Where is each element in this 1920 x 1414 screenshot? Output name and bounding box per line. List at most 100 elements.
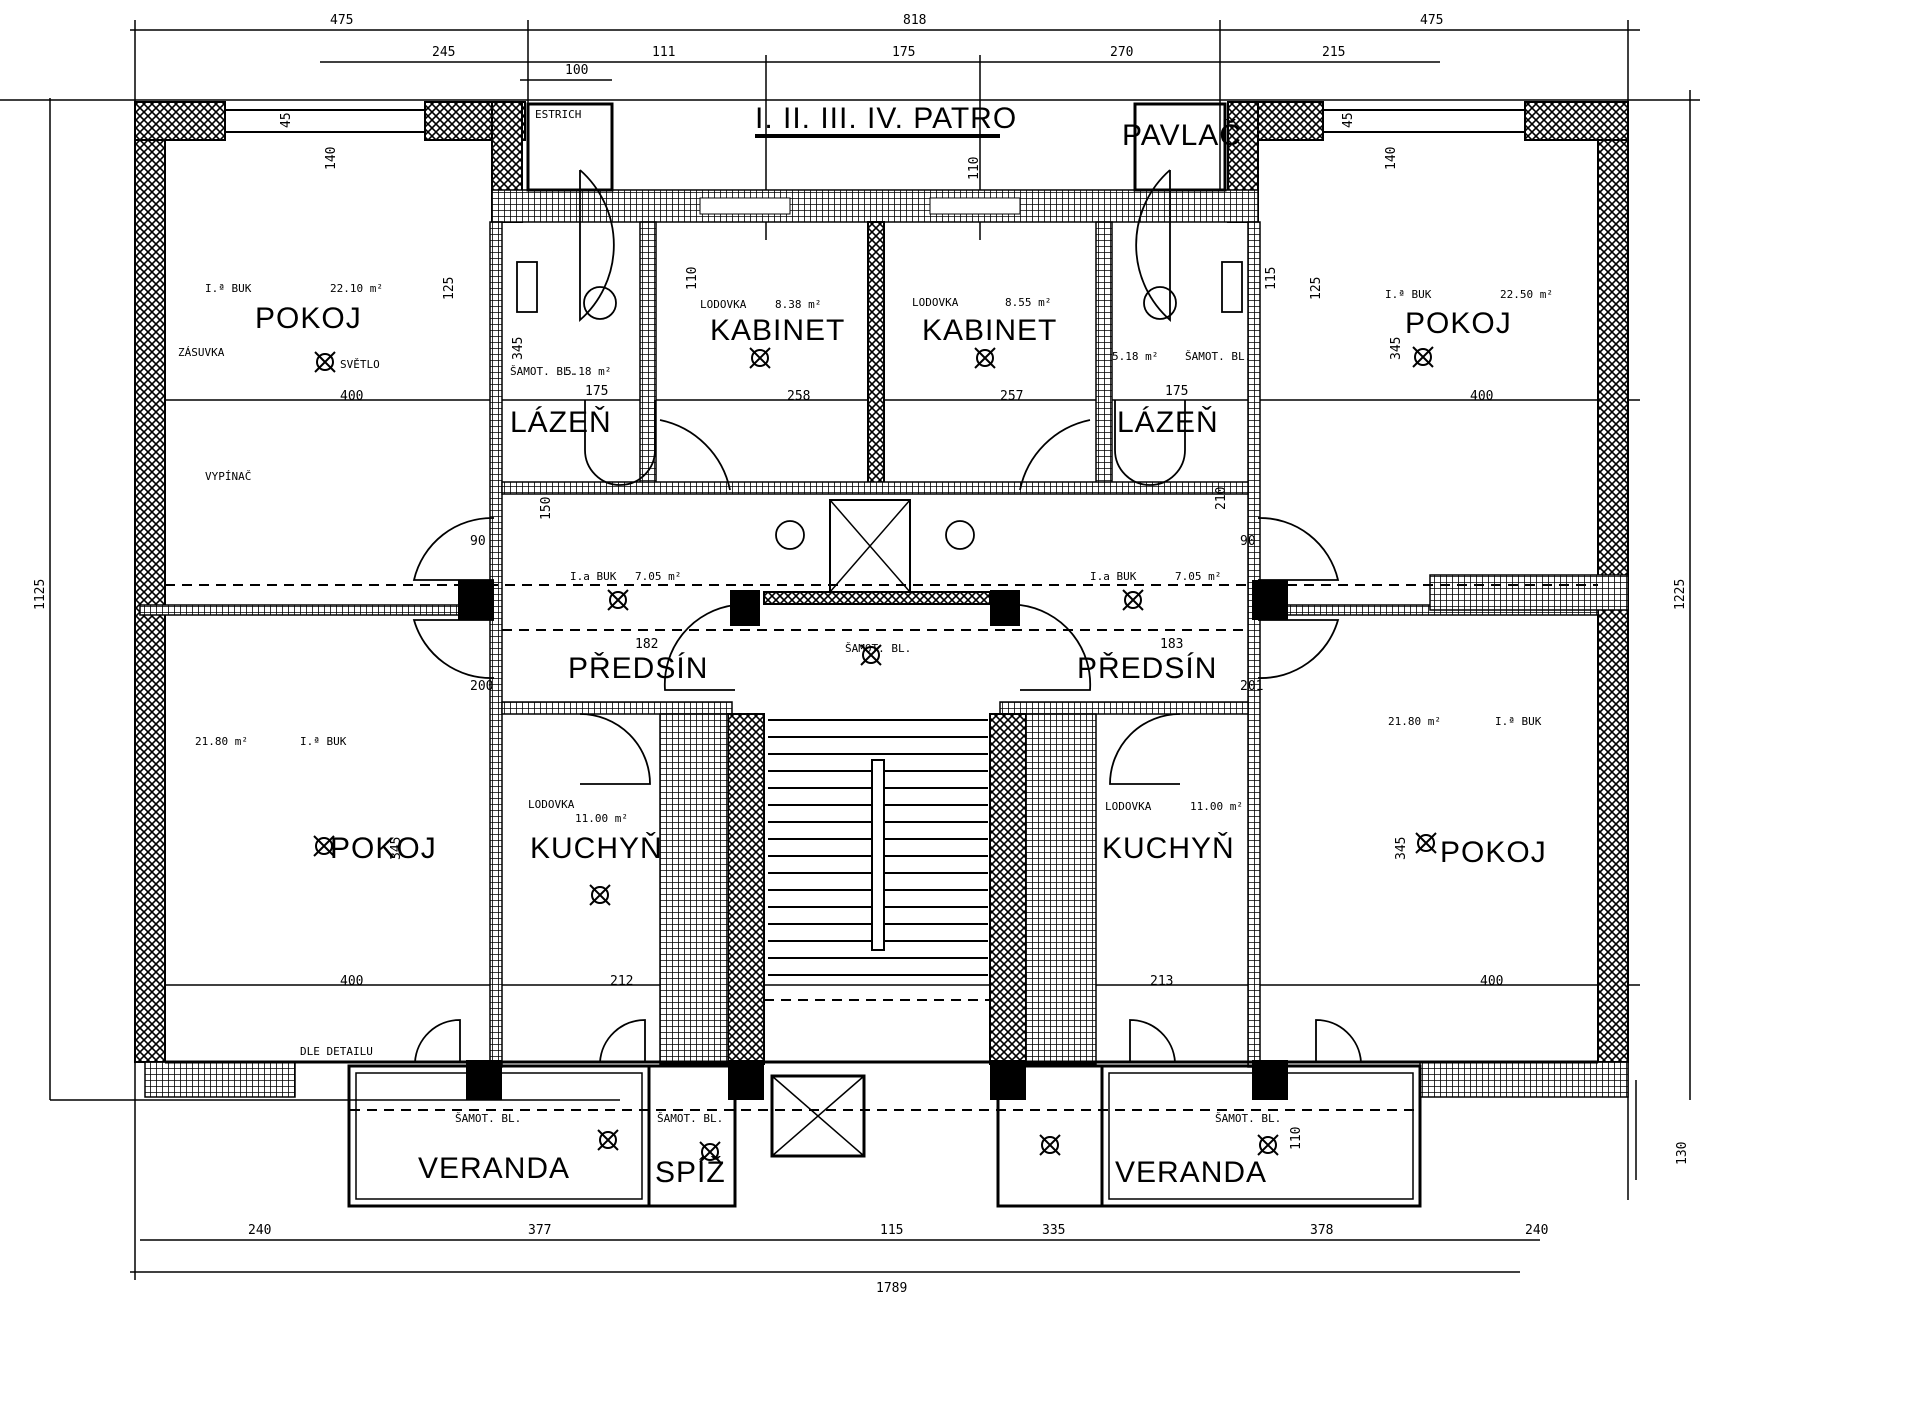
dim-inner: 257: [1000, 389, 1023, 404]
room-area: 7.05 m²: [635, 570, 681, 583]
dim-bottom: 378: [1310, 1223, 1333, 1238]
dim-inner: 175: [1165, 384, 1188, 399]
dim-inner: 201: [1240, 679, 1263, 694]
dim-top2: 111: [652, 45, 675, 60]
dim-total: 1789: [876, 1281, 907, 1296]
room-area: 11.00 m²: [1190, 800, 1243, 813]
dim-right: 1225: [1673, 579, 1688, 610]
samot-note: ŠAMOT. BL.: [845, 642, 911, 655]
room-floor: LODOVKA: [912, 296, 959, 309]
room-floor: ŠAMOT. BL.: [657, 1112, 723, 1125]
light-fixture-icon: [589, 884, 611, 906]
dim-inner: 200: [470, 679, 493, 694]
dim-inner: 110: [967, 157, 982, 180]
zasuvka-note: ZÁSUVKA: [178, 346, 225, 359]
light-fixture-icon: [1122, 589, 1144, 611]
light-fixture-icon: [314, 351, 336, 373]
room-area: 5.18 m²: [565, 365, 611, 378]
plan-title: I. II. III. IV. PATRO: [755, 102, 1017, 135]
light-fixture-icon: [1039, 1134, 1061, 1156]
dim-inner: 110: [685, 267, 700, 290]
dim-top: 475: [1420, 13, 1443, 28]
light-fixture-icon: [1257, 1134, 1279, 1156]
dim-inner: 45: [1341, 112, 1356, 128]
room-kabinet-left: KABINET: [710, 314, 845, 347]
light-fixture-icon: [860, 644, 882, 666]
pavlac-label: PAVLAČ: [1122, 118, 1242, 152]
dim-inner: 140: [324, 147, 339, 170]
dim-inner: 345: [389, 837, 404, 860]
vypinac-note: VYPÍNAČ: [205, 470, 251, 483]
dim-inner: 400: [1470, 389, 1493, 404]
light-fixture-icon: [313, 835, 335, 857]
room-floor: I.ª BUK: [300, 735, 347, 748]
room-floor: I.ª BUK: [1385, 288, 1432, 301]
dim-inner: 150: [539, 497, 554, 520]
dim-inner: 45: [279, 112, 294, 128]
dim-top: 818: [903, 13, 926, 28]
walls: [134, 101, 1629, 1208]
room-floor: ŠAMOT. BL.: [455, 1112, 521, 1125]
room-floor: LODOVKA: [700, 298, 747, 311]
dim-inner: 90: [1240, 534, 1256, 549]
dim-inner: 125: [442, 277, 457, 300]
dim-top2: 215: [1322, 45, 1345, 60]
dim-inner: 115: [1264, 267, 1279, 290]
dim-inner: 175: [585, 384, 608, 399]
light-fixture-icon: [1415, 832, 1437, 854]
room-kuchyn-left: KUCHYŇ: [530, 832, 663, 865]
light-fixture-icon: [1412, 346, 1434, 368]
room-area: 22.10 m²: [330, 282, 383, 295]
room-area: 8.55 m²: [1005, 296, 1051, 309]
dim-left: 1125: [33, 579, 48, 610]
dim-right2: 130: [1675, 1142, 1690, 1165]
dim-inner: 345: [1394, 837, 1409, 860]
dim-inner: 400: [340, 389, 363, 404]
room-area: 5.18 m²: [1112, 350, 1158, 363]
light-fixture-icon: [699, 1141, 721, 1163]
room-predsin-right: PŘEDSÍN: [1077, 652, 1217, 685]
room-floor: I.ª BUK: [1495, 715, 1542, 728]
room-floor: ŠAMOT. BL.: [510, 365, 576, 378]
dim-top3: 100: [565, 63, 588, 78]
dim-bottom: 377: [528, 1223, 551, 1238]
dim-inner: 400: [340, 974, 363, 989]
dim-inner: 345: [511, 337, 526, 360]
room-floor: I.a BUK: [570, 570, 617, 583]
stair-handrail: [871, 759, 885, 951]
dim-inner: 182: [635, 637, 658, 652]
room-predsin-left: PŘEDSÍN: [568, 652, 708, 685]
room-pokoj-top-right: POKOJ: [1405, 307, 1512, 340]
room-area: 21.80 m²: [195, 735, 248, 748]
room-pokoj-top-left: POKOJ: [255, 302, 362, 335]
room-veranda-left: VERANDA: [418, 1152, 570, 1185]
dim-inner: 140: [1384, 147, 1399, 170]
dim-inner: 212: [610, 974, 633, 989]
room-floor: I.a BUK: [1090, 570, 1137, 583]
light-fixture-icon: [597, 1129, 619, 1151]
dim-bottom: 115: [880, 1223, 903, 1238]
room-veranda-right: VERANDA: [1115, 1156, 1267, 1189]
light-fixture-icon: [749, 347, 771, 369]
dim-top2: 245: [432, 45, 455, 60]
room-labels: POKOJ 22.10 m² I.ª BUK SVĚTLO ZÁSUVKA KA…: [178, 282, 1553, 1189]
room-area: 7.05 m²: [1175, 570, 1221, 583]
dim-top2: 270: [1110, 45, 1133, 60]
room-area: 22.50 m²: [1500, 288, 1553, 301]
room-area: 21.80 m²: [1388, 715, 1441, 728]
room-spiz: SPÍŽ: [655, 1156, 726, 1189]
dim-top2: 175: [892, 45, 915, 60]
dim-bottom: 335: [1042, 1223, 1065, 1238]
room-lazen-left: LÁZEŇ: [510, 406, 612, 439]
room-pokoj-bottom-right: POKOJ: [1440, 836, 1547, 869]
dim-inner: 183: [1160, 637, 1183, 652]
estrich-note: ESTRICH: [535, 108, 581, 121]
dim-inner: 210: [1214, 487, 1229, 510]
dim-inner: 345: [1389, 337, 1404, 360]
room-floor: LODOVKA: [1105, 800, 1152, 813]
light-fixture-icon: [974, 347, 996, 369]
dim-inner: 110: [1289, 1127, 1304, 1150]
room-pokoj-bottom-left: POKOJ: [330, 832, 437, 865]
dim-inner: 400: [1480, 974, 1503, 989]
